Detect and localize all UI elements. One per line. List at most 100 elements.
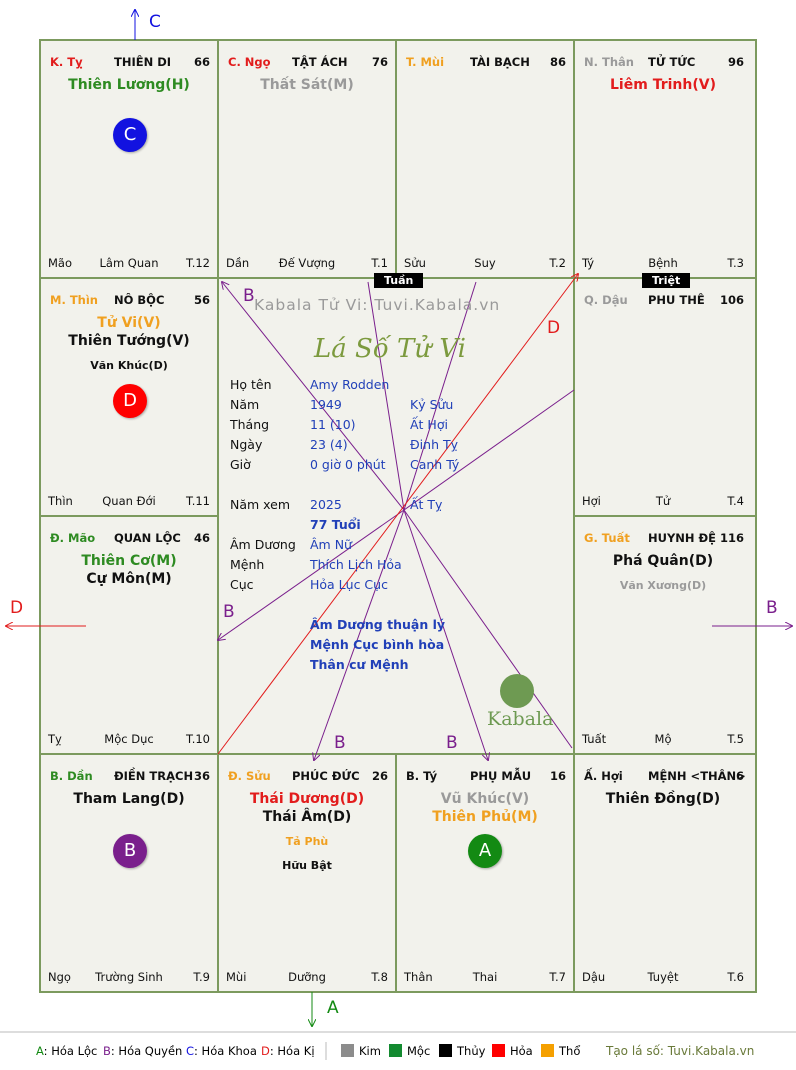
palace-score: 56 [193,293,210,307]
chart-notes: Âm Dương thuận lý Mệnh Cục bình hòa Thân… [310,615,445,675]
legend-kim: Kim [341,1044,381,1058]
brand-watermark: Kabala Tử Vi: Tuvi.Kabala.vn [254,296,501,314]
legend-key: B [103,1044,111,1058]
palace-branch: G. Tuất [584,531,630,545]
main-star: Thái Âm(D) [262,809,352,825]
year-view-value: 2025 [310,497,342,512]
info-value: 0 giờ 0 phút [310,457,386,472]
legend-key: A [36,1044,44,1058]
note: Âm Dương thuận lý [310,617,446,632]
info-value: Thích Lịch Hỏa [310,557,402,572]
palace-stars: Liêm Trinh(V) [574,76,752,94]
palace-name: ĐIỀN TRẠCH [114,769,194,783]
palace-name: NÔ BỘC [114,293,165,307]
info-labels-2: Âm Dương Mệnh Cục [230,535,296,595]
palace-name: PHU THÊ [648,293,705,307]
year-view-label: Năm xem [230,497,291,512]
legend-thuy: Thủy [439,1044,485,1058]
legend-text: : Hóa Lộc [43,1044,98,1058]
footer-mid: Tuyệt [647,970,679,984]
palace-score: 26 [371,769,388,783]
minor-star: Hữu Bật [282,859,332,872]
info-values-2: Âm Nữ Thích Lịch Hỏa Hỏa Lục Cục [310,535,402,595]
footer-right: T.7 [549,970,566,984]
info-value: 23 (4) [310,437,348,452]
chart-title: Lá Số Tử Vi [314,334,467,364]
element-name: Hỏa [510,1044,533,1058]
tho-swatch [541,1044,554,1057]
info-label: Họ tên [230,377,272,392]
info-canchi: Kỷ Sửu Ất Hợi Đinh Tỵ Canh Tý [410,395,459,475]
arrow-label-a: A [327,998,339,1018]
legend-hoa: Hỏa [492,1044,533,1058]
legend-hoa-ki: D: Hóa Kị [261,1044,315,1058]
palace-score: 106 [719,293,744,307]
info-value: Hỏa Lục Cục [310,577,388,592]
palace-header: M. Thìn NÔ BỘC 56 [50,293,210,307]
element-name: Kim [359,1044,381,1058]
palace-branch: N. Thân [584,55,634,69]
palace-score: 6 [735,769,744,783]
element-name: Mộc [407,1044,431,1058]
note: Thân cư Mệnh [310,657,409,672]
legend-hoa-khoa: C: Hóa Khoa [186,1044,257,1058]
site-link[interactable]: Tạo lá số: Tuvi.Kabala.vn [606,1044,755,1058]
palace-branch: Q. Dậu [584,293,628,307]
palace-name: PHỤ MẪU [470,769,532,783]
info-values: Amy Rodden 1949 11 (10) 23 (4) 0 giờ 0 p… [310,375,389,475]
tuan-tag: Tuần [374,273,424,288]
legend-moc: Mộc [389,1044,430,1058]
info-label: Ngày [230,437,263,452]
arrow-label-b: B [334,733,346,753]
note: Mệnh Cục bình hòa [310,637,445,652]
palace-stars: Thiên Đồng(D) [574,790,752,808]
main-star: Thái Dương(D) [249,791,365,807]
footer-right: T.10 [186,732,210,746]
footer-right: T.12 [186,256,210,270]
element-name: Thổ [559,1044,581,1058]
palace-branch: M. Thìn [50,293,98,307]
footer-right: T.6 [727,970,744,984]
footer-right: T.9 [193,970,210,984]
arrow-label-d: D [10,598,24,618]
palace-name: QUAN LỘC [114,531,181,545]
minor-star: Văn Xương(D) [619,579,707,592]
info-label: Mệnh [230,557,265,572]
legend-text: : Hóa Kị [269,1044,315,1058]
palace-stars: Thiên Cơ(M)Cự Môn(M) [40,552,218,588]
main-star: Tử Vi(V) [97,315,161,331]
main-star: Thiên Cơ(M) [81,553,177,569]
element-name: Thủy [457,1044,486,1058]
main-star: Thiên Đồng(D) [605,791,721,807]
palace-stars: Thất Sát(M) [218,76,396,94]
info-labels: Họ tên Năm Tháng Ngày Giờ [230,375,272,475]
arrow-label-b: B [243,286,255,306]
arrow-label-b: B [223,602,235,622]
footer-right: T.2 [549,256,566,270]
footer-mid: Tử [655,494,671,508]
arrow-label-c: C [149,12,161,32]
palace-stars: Phá Quân(D) Văn Xương(D) [574,552,752,594]
footer-right: T.1 [371,256,388,270]
info-value: 1949 [310,397,342,412]
main-star: Phá Quân(D) [612,553,714,569]
footer-right: T.11 [186,494,210,508]
